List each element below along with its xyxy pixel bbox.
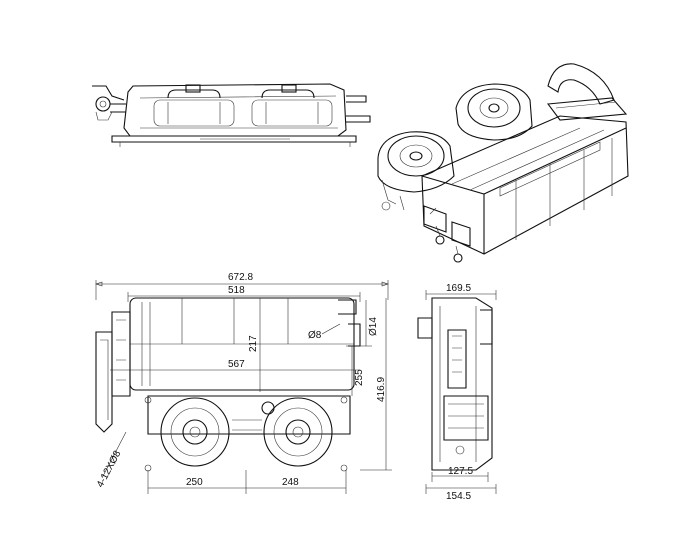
end-dimensions: [425, 290, 497, 494]
isometric-view: [377, 63, 629, 263]
dim-side-top: 169.5: [446, 283, 471, 294]
dim-height-255: 255: [354, 369, 365, 386]
dim-inner-length: 567: [228, 359, 245, 370]
dim-blower-left: 250: [186, 477, 203, 488]
dim-side-bottom-2: 154.5: [446, 491, 471, 502]
side-elevation-view: [92, 83, 371, 147]
dim-dia-14: Ø14: [368, 317, 379, 336]
dim-dia-8: Ø8: [308, 330, 322, 341]
dim-body-length: 518: [228, 285, 245, 296]
dim-height-217: 217: [248, 335, 259, 352]
end-view: [417, 297, 493, 471]
dim-mount-holes: 4-12XØ8: [95, 449, 124, 490]
dim-total-length: 672.8: [228, 272, 253, 283]
dim-side-bottom-1: 127.5: [448, 466, 473, 477]
dim-height-416: 416.9: [376, 377, 387, 402]
plan-dimensions: [95, 280, 392, 494]
plan-view: [95, 297, 361, 472]
dim-blower-right: 248: [282, 477, 299, 488]
